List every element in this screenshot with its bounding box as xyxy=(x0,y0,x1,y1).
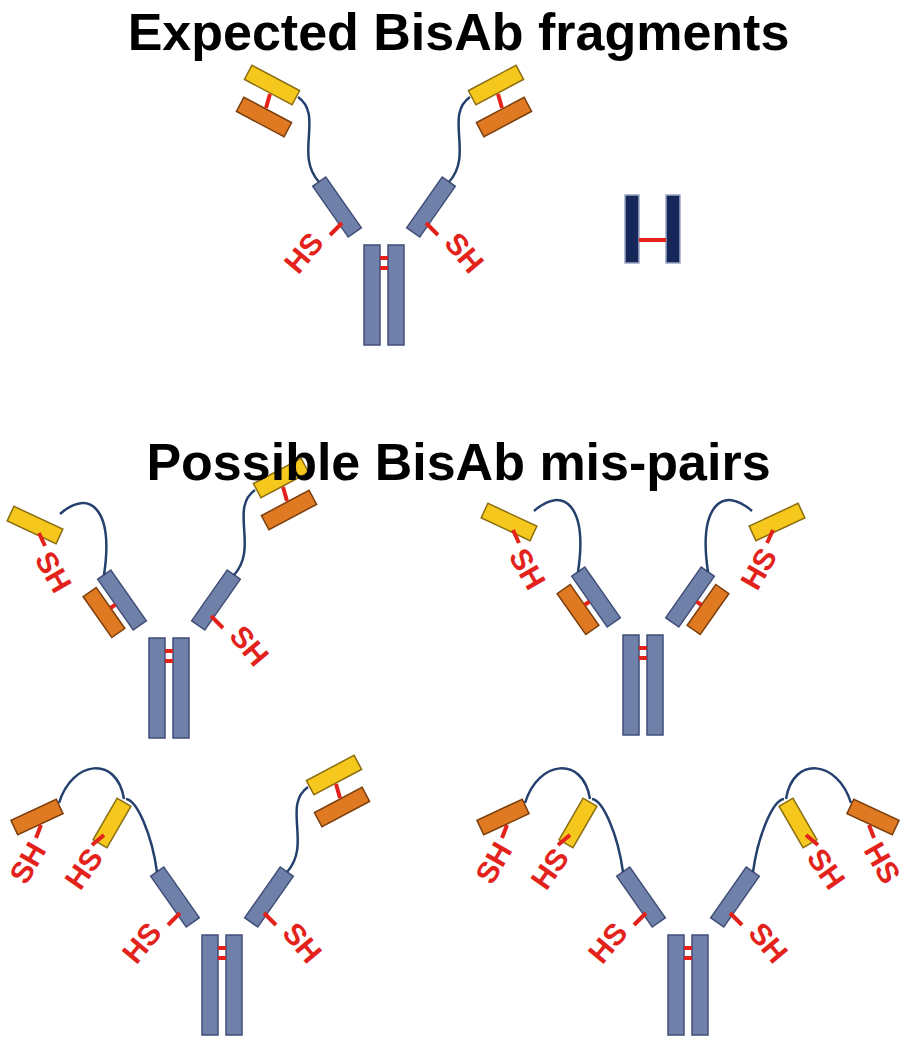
expected-bisab xyxy=(236,65,531,345)
thiol-label: SH xyxy=(504,543,551,594)
thiol-label: HS xyxy=(859,837,906,888)
subheading: Possible BisAb mis-pairs xyxy=(0,436,917,488)
thiol-label: SH xyxy=(439,227,489,278)
thiol-label: SH xyxy=(802,843,850,894)
thiol-label: SH xyxy=(30,546,77,597)
thiol-label: SH xyxy=(5,837,52,888)
thiol-label: HS xyxy=(736,543,783,594)
thiol-label: SH xyxy=(277,917,327,968)
thiol-label: HS xyxy=(526,843,574,894)
thiol-label: HS xyxy=(279,227,329,278)
mispair-two xyxy=(481,500,805,735)
thiol-label: HS xyxy=(117,917,167,968)
mispair-three xyxy=(11,755,370,1035)
mispair-one xyxy=(7,458,316,738)
thiol-label: HS xyxy=(60,843,108,894)
heading: Expected BisAb fragments xyxy=(0,6,917,58)
h-fragment xyxy=(625,195,680,263)
thiol-label: SH xyxy=(224,620,274,671)
thiol-label: SH xyxy=(471,837,518,888)
mispair-four xyxy=(477,768,899,1035)
thiol-label: HS xyxy=(583,917,633,968)
thiol-label: SH xyxy=(743,917,793,968)
